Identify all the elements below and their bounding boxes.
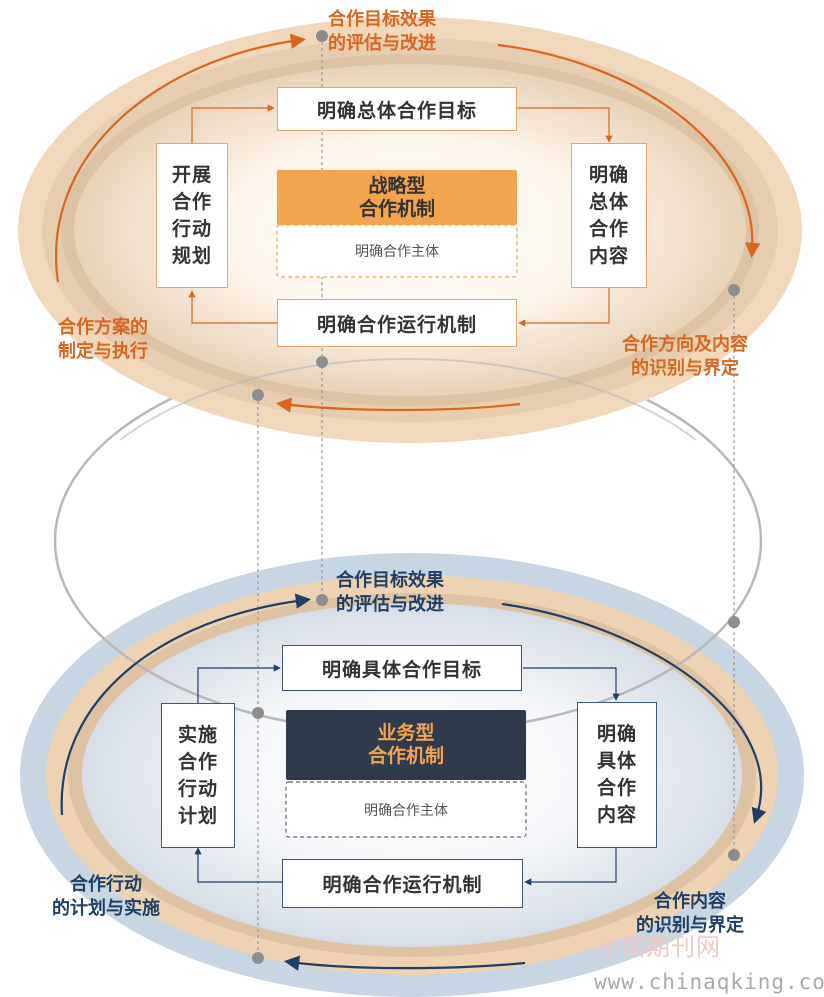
business-specific-content-box: 明确 具体 合作 内容 bbox=[577, 702, 657, 848]
connector-dots bbox=[252, 30, 740, 964]
strategic-core-title: 战略型 合作机制 bbox=[358, 174, 435, 220]
business-inner-connectors bbox=[194, 664, 620, 886]
watermark-cn: 中国期刊网 bbox=[596, 933, 721, 961]
connector-dot bbox=[252, 952, 264, 964]
business-operation-mechanism-label: 明确合作运行机制 bbox=[322, 874, 483, 896]
strategic-operation-mechanism-box: 明确合作运行机制 bbox=[277, 299, 517, 347]
business-label-planning: 合作行动 的计划与实施 bbox=[52, 874, 160, 919]
connector-dot bbox=[316, 30, 328, 42]
strategic-cycle-arrows bbox=[55, 33, 761, 413]
cycle-arrow-left bbox=[60, 593, 312, 816]
cycle-arrow-left bbox=[55, 33, 307, 283]
cycle-arrow-right bbox=[501, 602, 767, 824]
business-specific-goal-label: 明确具体合作目标 bbox=[321, 658, 482, 681]
business-action-plan-box: 实施 合作 行动 计划 bbox=[161, 703, 235, 848]
cycle-arrow-bottom bbox=[275, 397, 521, 413]
strategic-overall-goal-box: 明确总体合作目标 bbox=[277, 87, 517, 131]
strategic-inner-connectors bbox=[188, 104, 613, 327]
strategic-overall-goal-label: 明确总体合作目标 bbox=[316, 99, 477, 122]
strategic-operation-mechanism-label: 明确合作运行机制 bbox=[316, 313, 477, 336]
watermark-url: www.chinaqking.com bbox=[594, 970, 824, 994]
connector-dot bbox=[252, 389, 264, 401]
cycle-arrow-bottom bbox=[283, 955, 526, 971]
strategic-overall-content-box: 明确 总体 合作 内容 bbox=[571, 143, 647, 288]
strategic-core-subject: 明确合作主体 bbox=[278, 226, 516, 276]
connector-dot bbox=[316, 356, 328, 368]
business-core-header-bg bbox=[286, 710, 526, 780]
connector-dot bbox=[728, 616, 740, 628]
connector-dot bbox=[316, 594, 328, 606]
business-core-subject: 明确合作主体 bbox=[287, 783, 525, 836]
strategic-label-execution: 合作方案的 制定与执行 bbox=[58, 317, 148, 362]
connector-dot bbox=[728, 849, 740, 861]
business-label-identification: 合作内容 的识别与界定 bbox=[636, 891, 744, 936]
business-label-evaluation: 合作目标效果 的评估与改进 bbox=[336, 570, 444, 615]
middle-ring-upper-arc bbox=[119, 358, 697, 441]
strategic-core-header-bg bbox=[277, 170, 517, 225]
business-core-title: 业务型 合作机制 bbox=[367, 722, 444, 767]
strategic-label-evaluation: 合作目标效果 的评估与改进 bbox=[328, 9, 436, 54]
connector-dot bbox=[252, 707, 264, 719]
business-specific-goal-box: 明确具体合作目标 bbox=[282, 645, 522, 691]
strategic-action-planning-box: 开展 合作 行动 规划 bbox=[156, 143, 228, 288]
strategic-label-identification: 合作方向及内容 的识别与界定 bbox=[622, 334, 748, 379]
cycle-arrow-right bbox=[497, 43, 761, 259]
connector-dot bbox=[728, 284, 740, 296]
business-cycle-arrows bbox=[60, 593, 767, 971]
business-operation-mechanism-box: 明确合作运行机制 bbox=[282, 859, 523, 908]
